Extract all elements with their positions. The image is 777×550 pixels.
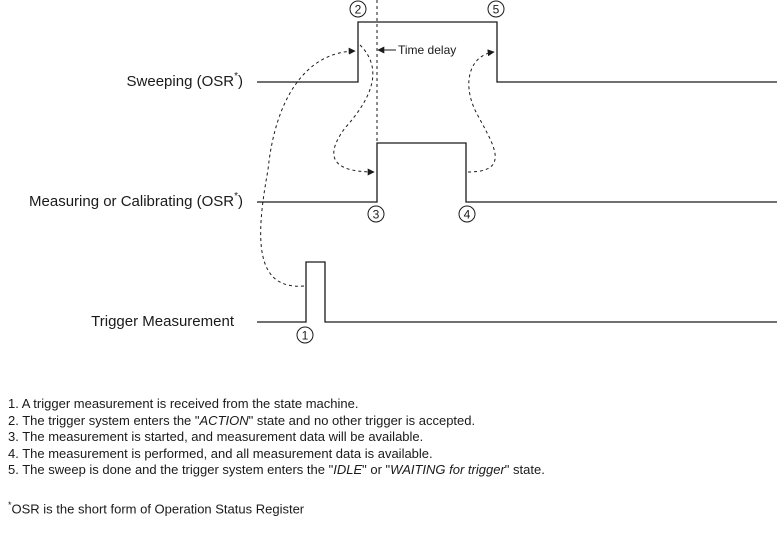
marker-3: 3: [367, 205, 385, 223]
sweep-to-measure-arrow: [333, 44, 375, 176]
trigger-waveform: [257, 261, 777, 323]
note-3: 3. The measurement is started, and measu…: [8, 429, 424, 444]
measure-to-sweep-arrow: [467, 49, 496, 173]
marker-4: 4: [458, 205, 476, 223]
time-delay-label: Time delay: [398, 43, 456, 57]
osr-footnote: *OSR is the short form of Operation Stat…: [8, 500, 304, 516]
note-2: 2. The trigger system enters the "ACTION…: [8, 412, 476, 428]
svg-text:3: 3: [373, 208, 380, 222]
measuring-signal-label: Measuring or Calibrating (OSR*): [29, 191, 243, 210]
footnote-mark: *: [8, 500, 12, 510]
svg-text:2: 2: [355, 3, 362, 17]
note-4: 4. The measurement is performed, and all…: [8, 445, 433, 461]
sweeping-waveform: [257, 21, 777, 83]
marker-2: 2: [349, 0, 367, 18]
note-5: 5. The sweep is done and the trigger sys…: [8, 462, 545, 477]
sweeping-signal-label: Sweeping (OSR*): [127, 71, 243, 90]
trigger-signal-label: Trigger Measurement: [91, 313, 235, 330]
footnote-text: OSR is the short form of Operation Statu…: [11, 501, 305, 517]
svg-text:1: 1: [302, 329, 309, 343]
marker-1: 1: [296, 326, 314, 344]
notes-list: 1. A trigger measurement is received fro…: [8, 396, 545, 479]
svg-text:5: 5: [493, 3, 500, 17]
measuring-waveform: [257, 142, 777, 203]
marker-5: 5: [487, 0, 505, 18]
svg-text:4: 4: [464, 208, 471, 222]
note-1: 1. A trigger measurement is received fro…: [8, 396, 359, 411]
trigger-to-sweep-arrow: [260, 47, 356, 287]
